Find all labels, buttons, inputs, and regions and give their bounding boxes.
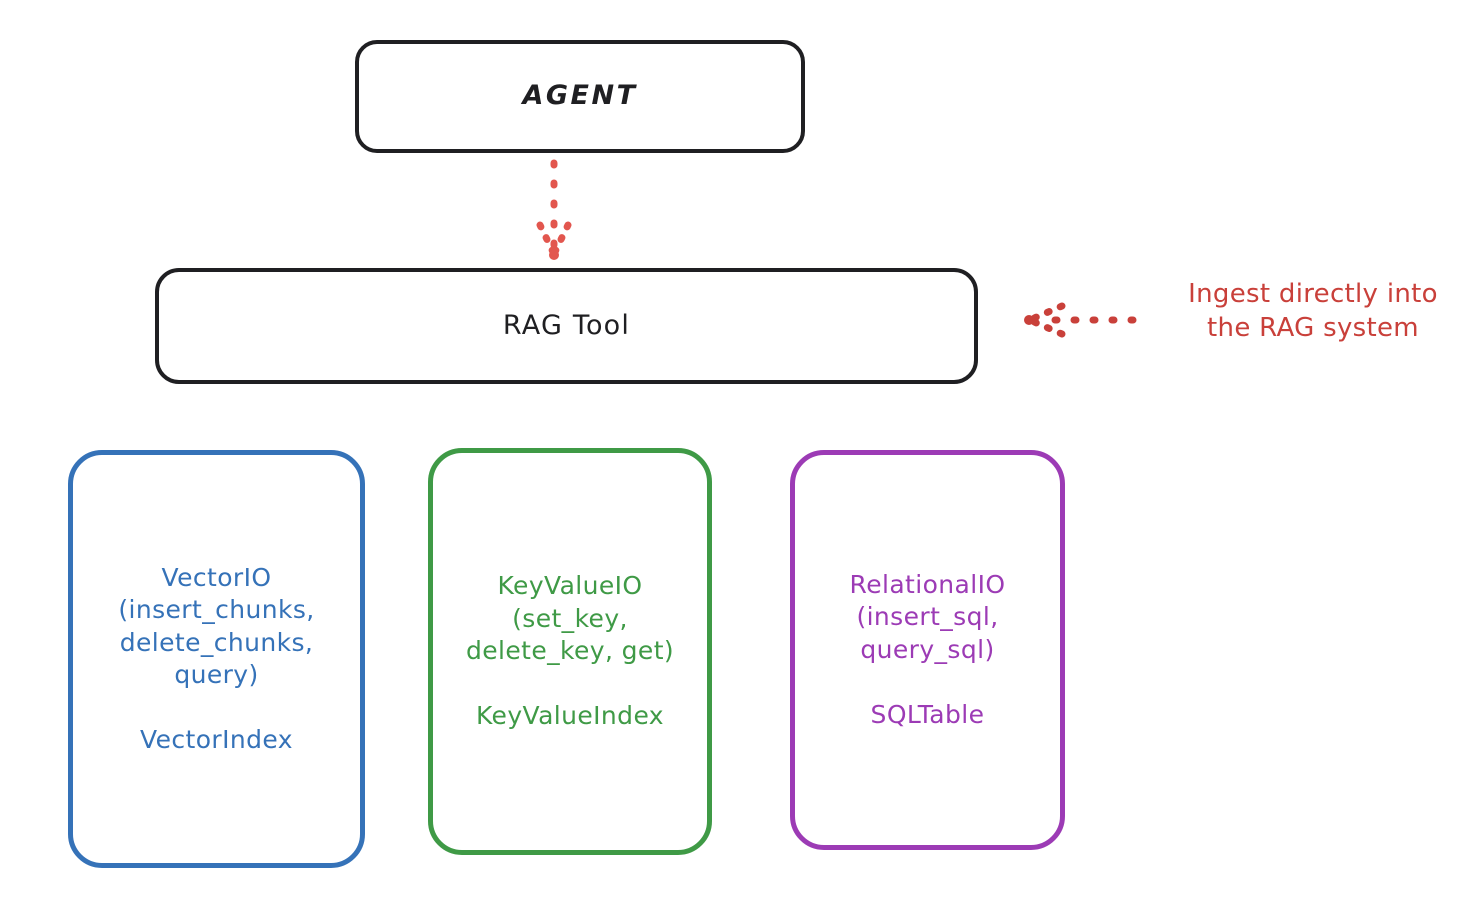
node-vector-io[interactable]: VectorIO (insert_chunks, delete_chunks, … [68, 450, 365, 868]
node-relational-io[interactable]: RelationalIO (insert_sql, query_sql) SQL… [790, 450, 1065, 850]
edge-ingest-to-rag-tool-icon [1024, 302, 1137, 338]
annotation-ingest: Ingest directly into the RAG system [1188, 279, 1438, 343]
node-rag-tool-label: RAG Tool [502, 309, 631, 341]
node-rag-tool[interactable]: RAG Tool [155, 268, 978, 384]
node-vector-io-label: VectorIO (insert_chunks, delete_chunks, … [118, 562, 315, 755]
node-key-value-io[interactable]: KeyValueIO (set_key, delete_key, get) Ke… [428, 448, 712, 855]
node-agent[interactable]: AGENT [355, 40, 805, 153]
node-relational-io-label: RelationalIO (insert_sql, query_sql) SQL… [849, 569, 1006, 729]
node-key-value-io-label: KeyValueIO (set_key, delete_key, get) Ke… [465, 571, 675, 731]
edge-agent-to-rag-tool-icon [536, 159, 572, 260]
node-agent-label: AGENT [522, 80, 638, 112]
